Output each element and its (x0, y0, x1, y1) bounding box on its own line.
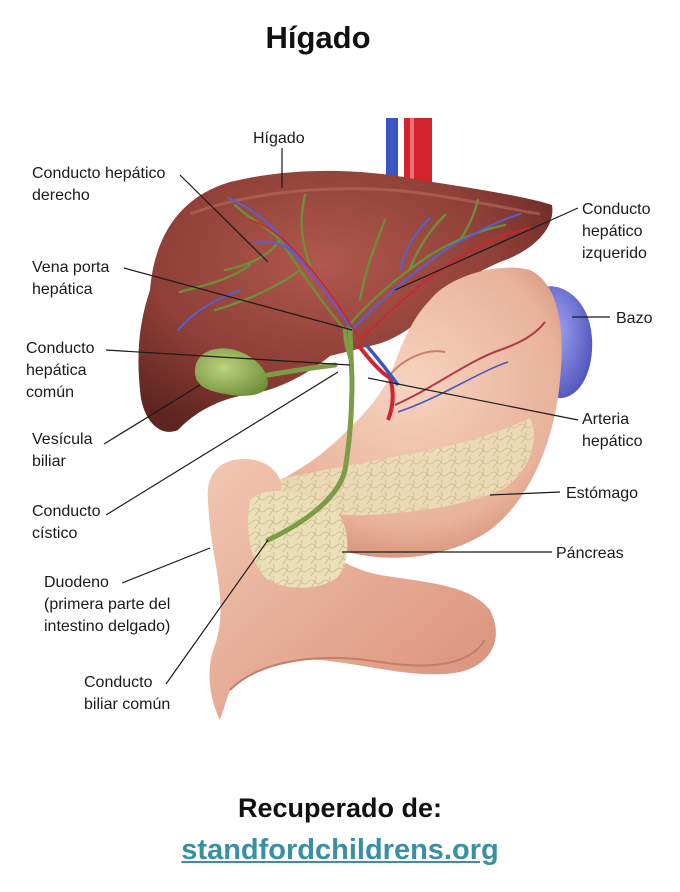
leader-lines (103, 148, 610, 685)
leader-biliar-comun (165, 539, 269, 685)
label-hepatico-derecho: Conducto hepático derecho (32, 165, 170, 204)
leader-vesicula (103, 384, 201, 445)
leader-vena-porta (123, 267, 353, 331)
pancreas-head (248, 490, 348, 588)
pancreas-body (275, 418, 534, 516)
label-vesicula: Vesícula biliar (32, 431, 97, 470)
label-hepatico-izquierdo: Conducto hepático izquerido (582, 201, 655, 262)
labels: Hígado Conducto hepático derecho Vena po… (26, 130, 655, 713)
source-link[interactable]: standfordchildrens.org (181, 834, 499, 866)
page-title: Hígado (265, 20, 371, 55)
bile-ducts (259, 327, 355, 543)
label-vena-porta: Vena porta hepática (32, 259, 114, 298)
leader-estomago (489, 491, 561, 496)
label-biliar-comun: Conducto biliar común (84, 674, 170, 713)
leader-hepatico-izquierdo (394, 207, 579, 291)
label-arteria: Arteria hepático (582, 411, 643, 450)
label-pancreas: Páncreas (556, 545, 624, 562)
liver-vessels (177, 193, 531, 341)
label-bazo: Bazo (616, 310, 653, 327)
leader-duodeno (121, 547, 211, 584)
credit-label: Recuperado de: (237, 793, 443, 823)
label-higado: Hígado (253, 130, 305, 147)
label-cistico: Conducto cístico (32, 503, 105, 542)
leader-cistico (105, 371, 339, 516)
leader-arteria (367, 377, 579, 421)
leader-hepatico-comun (105, 349, 351, 366)
leader-hepatico-derecho (179, 174, 269, 263)
label-duodeno: Duodeno (primera parte del intestino del… (44, 574, 175, 635)
liver-anatomy-illustration: Hígado Conducto hepático derecho Vena po… (26, 118, 655, 720)
gallbladder (194, 348, 268, 396)
label-hepatico-comun: Conducto hepática común (26, 340, 99, 401)
label-estomago: Estómago (566, 485, 638, 502)
